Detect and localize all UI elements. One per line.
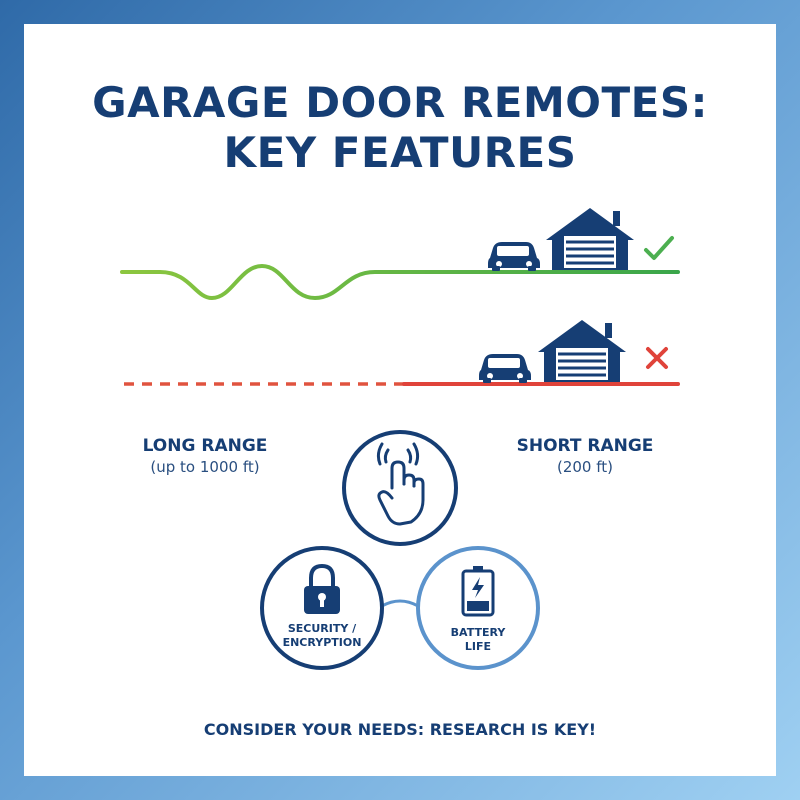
x-icon	[646, 347, 668, 369]
touch-hand-icon	[376, 442, 425, 526]
title-line-1: GARAGE DOOR REMOTES:	[92, 78, 708, 127]
garage-icon	[538, 320, 626, 382]
lock-icon	[304, 563, 340, 614]
short-range-title: SHORT RANGE	[516, 436, 654, 456]
battery-label-line-1: BATTERY	[450, 626, 506, 639]
battery-label: BATTERY LIFE	[428, 626, 528, 654]
long-range-title: LONG RANGE	[142, 436, 268, 456]
security-label-line-1: SECURITY /	[287, 622, 357, 635]
infographic-card	[24, 24, 776, 776]
touch-circle	[342, 430, 458, 546]
garage-icon	[546, 208, 634, 270]
security-label-line-2: ENCRYPTION	[282, 636, 362, 649]
car-icon	[479, 354, 531, 383]
long-range-label: LONG RANGE (up to 1000 ft)	[120, 436, 290, 476]
battery-icon	[461, 566, 495, 617]
long-range-detail: (up to 1000 ft)	[150, 458, 260, 476]
battery-label-line-2: LIFE	[464, 640, 492, 653]
circle-connector	[381, 599, 419, 608]
page-title: GARAGE DOOR REMOTES: KEY FEATURES	[0, 78, 800, 178]
short-range-label: SHORT RANGE (200 ft)	[500, 436, 670, 476]
long-range-signal-line	[120, 263, 680, 301]
short-range-detail: (200 ft)	[556, 458, 613, 476]
footer-text: CONSIDER YOUR NEEDS: RESEARCH IS KEY!	[203, 720, 597, 739]
title-line-2: KEY FEATURES	[223, 128, 577, 177]
check-icon	[644, 236, 674, 260]
security-label: SECURITY / ENCRYPTION	[272, 622, 372, 650]
car-icon	[488, 242, 540, 271]
